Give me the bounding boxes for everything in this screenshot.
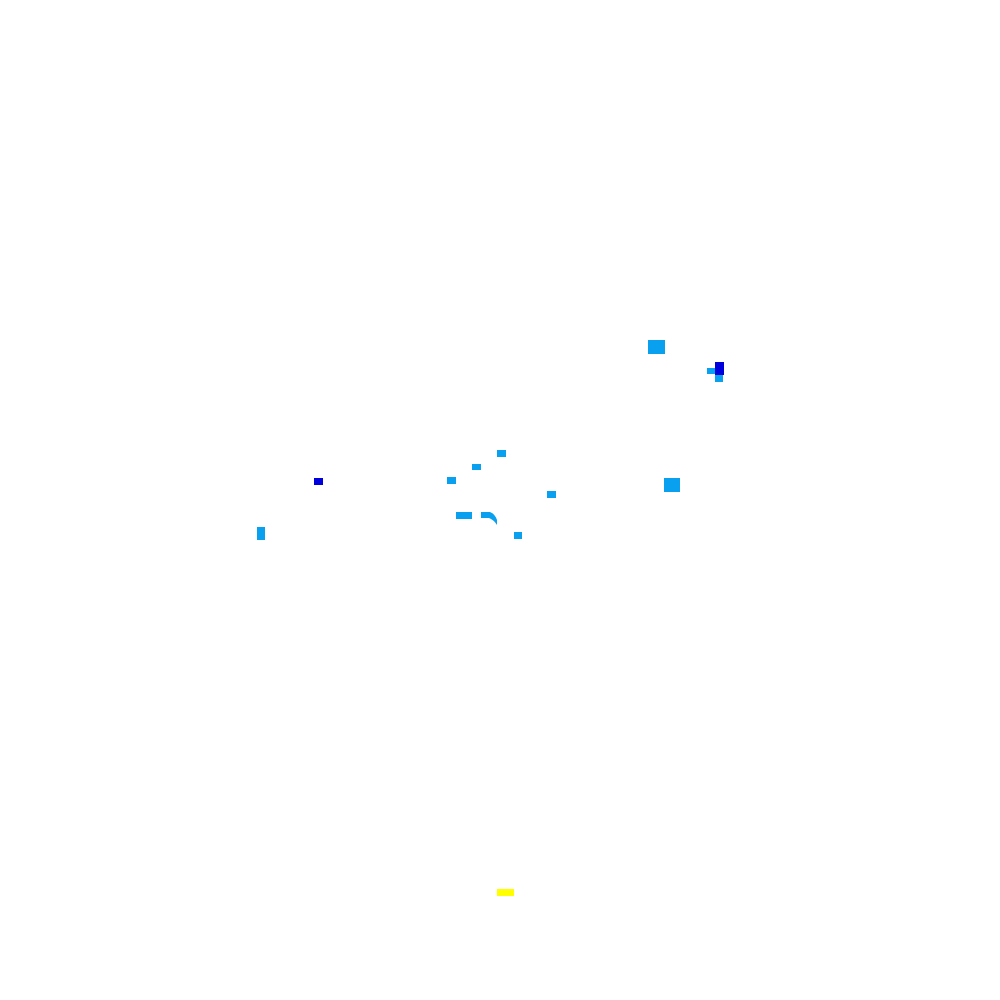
map-feature-light-blue [664,478,680,492]
map-feature-yellow [497,889,514,896]
map-feature-light-blue [447,477,456,484]
map-feature-light-blue [257,527,265,540]
map-feature-light-blue [456,512,472,519]
map-feature-light-blue [648,340,665,354]
map-feature-dark-blue [715,362,724,375]
map-feature-light-blue [472,464,481,470]
map-feature-light-blue [547,491,556,498]
map-feature-light-blue [497,450,506,457]
map-feature-light-blue [715,375,723,382]
map-feature-light-blue [707,368,717,374]
map-feature-dark-blue [314,478,323,485]
map-feature-light-blue [514,532,522,539]
